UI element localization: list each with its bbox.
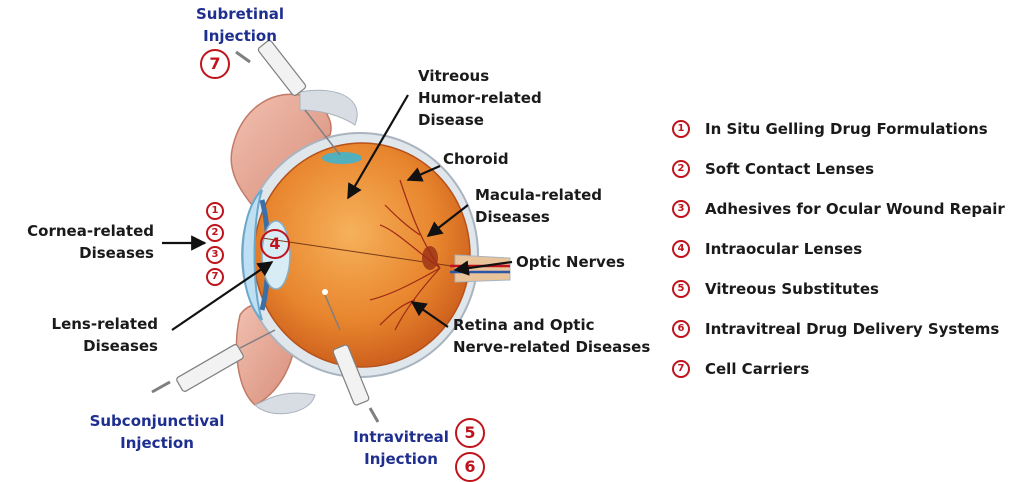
- lens-marker-4: 4: [260, 229, 290, 259]
- cornea-marker-3: 3: [206, 246, 224, 264]
- subretinal-injection-label: Subretinal Injection: [195, 5, 285, 45]
- cornea-marker-1: 1: [206, 202, 224, 220]
- legend-number: 3: [672, 200, 690, 218]
- legend-text: Intravitreal Drug Delivery Systems: [705, 320, 1000, 338]
- legend-text: Adhesives for Ocular Wound Repair: [705, 200, 1005, 218]
- legend-item: 6 Intravitreal Drug Delivery Systems: [672, 318, 1017, 358]
- cornea-marker-2: 2: [206, 224, 224, 242]
- upper-orbit-bone: [299, 89, 358, 126]
- intravitreal-marker-5: 5: [455, 418, 485, 448]
- legend-text: Cell Carriers: [705, 360, 810, 378]
- legend-item: 2 Soft Contact Lenses: [672, 158, 1017, 198]
- vitreous-disease-label: Vitreous Humor-related Disease: [418, 67, 542, 129]
- legend-item: 3 Adhesives for Ocular Wound Repair: [672, 198, 1017, 238]
- legend-item: 7 Cell Carriers: [672, 358, 1017, 398]
- subconjunctival-injection-label: Subconjunctival Injection: [89, 412, 225, 452]
- retinal-vessels: [369, 179, 441, 331]
- cornea: [241, 189, 263, 321]
- intravitreal-syringe: [324, 294, 380, 423]
- choroid-label: Choroid: [443, 150, 509, 168]
- cornea-diseases-label: Cornea-related Diseases: [27, 222, 154, 262]
- optic-nerves-label: Optic Nerves: [516, 253, 625, 271]
- legend-number: 5: [672, 280, 690, 298]
- lens-diseases-label: Lens-related Diseases: [51, 315, 158, 355]
- lower-orbit-bone: [254, 392, 316, 415]
- upper-eyelid: [230, 93, 332, 207]
- legend-text: Vitreous Substitutes: [705, 280, 879, 298]
- retina-diseases-label: Retina and Optic Nerve-related Diseases: [453, 316, 651, 356]
- cornea-marker-7: 7: [206, 268, 224, 286]
- intravitreal-marker-6: 6: [455, 452, 485, 482]
- subretinal-syringe: [235, 40, 341, 156]
- legend-text: In Situ Gelling Drug Formulations: [705, 120, 988, 138]
- legend-text: Intraocular Lenses: [705, 240, 863, 258]
- legend-number: 2: [672, 160, 690, 178]
- legend-item: 1 In Situ Gelling Drug Formulations: [672, 118, 1017, 158]
- macula-diseases-label: Macula-related Diseases: [475, 186, 603, 226]
- annotation-arrows: [162, 94, 513, 331]
- legend-number: 4: [672, 240, 690, 258]
- legend-item: 4 Intraocular Lenses: [672, 238, 1017, 278]
- legend-text: Soft Contact Lenses: [705, 160, 875, 178]
- legend-item: 5 Vitreous Substitutes: [672, 278, 1017, 318]
- legend: 1 In Situ Gelling Drug Formulations 2 So…: [672, 118, 1017, 398]
- subretinal-marker-7: 7: [200, 49, 230, 79]
- legend-number: 1: [672, 120, 690, 138]
- intravitreal-injection-label: Intravitreal Injection: [353, 428, 449, 468]
- macula: [422, 246, 438, 270]
- legend-number: 6: [672, 320, 690, 338]
- legend-number: 7: [672, 360, 690, 378]
- subconjunctival-syringe: [151, 329, 276, 394]
